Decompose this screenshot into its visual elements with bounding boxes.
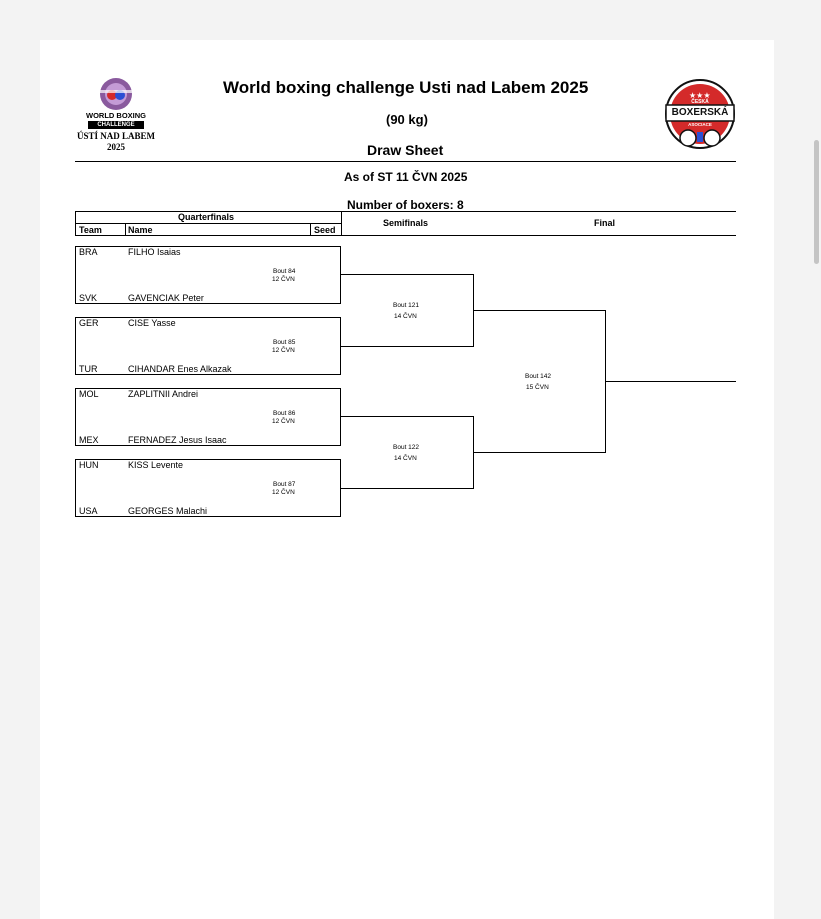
world-boxing-challenge-logo: WORLD BOXING CHALLENGE ÚSTÍ NAD LABEM 20… — [74, 76, 158, 156]
boxing-emblem-icon: ★★★ — [665, 79, 735, 149]
bout-date: 12 ČVN — [272, 418, 295, 425]
qf-box-4 — [75, 459, 341, 517]
svg-text:★★★: ★★★ — [689, 91, 711, 100]
logo-line-3: ÚSTÍ NAD LABEM — [76, 131, 155, 141]
bout-number: Bout 87 — [273, 481, 296, 488]
bout-number: Bout 122 — [393, 444, 420, 451]
boxer-name: FERNADEZ Jesus Isaac — [128, 435, 227, 445]
czech-boxing-association-logo: ★★★ ČESKÁ BOXERSKÁ ASOCIACE — [664, 76, 736, 154]
boxer-team: MEX — [79, 435, 99, 445]
quarterfinals-header: Quarterfinals — [178, 212, 235, 222]
bout-number: Bout 84 — [273, 268, 296, 275]
boxer-team: HUN — [79, 460, 99, 470]
boxer-team: TUR — [79, 364, 98, 374]
bout-number: Bout 142 — [525, 373, 552, 380]
boxer-name: CISE Yasse — [128, 318, 176, 328]
document-title: World boxing challenge Usti nad Labem 20… — [223, 78, 589, 97]
logo-line-4: 2025 — [107, 142, 125, 152]
document-page — [40, 40, 774, 919]
boxer-name: FILHO Isaias — [128, 247, 181, 257]
bout-date: 15 ČVN — [526, 384, 549, 391]
boxer-name: KISS Levente — [128, 460, 184, 470]
weight-class: (90 kg) — [386, 112, 428, 127]
team-header: Team — [79, 225, 102, 235]
boxer-team: GER — [79, 318, 99, 328]
bout-date: 12 ČVN — [272, 276, 295, 283]
sf-bracket-2 — [341, 416, 474, 489]
logo-line-2: CHALLENGE — [88, 121, 144, 129]
boxer-team: SVK — [79, 293, 98, 303]
logo-right-line-3: ASOCIACE — [688, 122, 712, 127]
bout-date: 14 ČVN — [394, 313, 417, 320]
qf-box-2 — [75, 317, 341, 375]
number-of-boxers: Number of boxers: 8 — [347, 198, 464, 212]
as-of-date: As of ST 11 ČVN 2025 — [344, 170, 468, 184]
boxing-globe-icon — [100, 78, 132, 110]
boxer-name: GEORGES Malachi — [128, 506, 208, 516]
final-bracket — [473, 310, 606, 453]
boxer-name: GAVENCIAK Peter — [128, 293, 204, 303]
boxer-team: MOL — [79, 389, 99, 399]
qf-box-1 — [75, 246, 341, 304]
seed-header: Seed — [314, 225, 336, 235]
final-header: Final — [594, 218, 616, 228]
name-header: Name — [128, 225, 153, 235]
logo-right-line-2: BOXERSKÁ — [671, 107, 729, 118]
sheet-type: Draw Sheet — [367, 142, 444, 158]
semifinals-header: Semifinals — [383, 218, 429, 228]
boxer-name: ZAPLITNII Andrei — [128, 389, 199, 399]
bout-date: 12 ČVN — [272, 489, 295, 496]
bout-number: Bout 86 — [273, 410, 296, 417]
logo-line-1: WORLD BOXING — [86, 111, 146, 120]
bout-number: Bout 121 — [393, 302, 420, 309]
bout-date: 12 ČVN — [272, 347, 295, 354]
bout-number: Bout 85 — [273, 339, 296, 346]
logo-right-line-1: ČESKÁ — [691, 99, 709, 105]
sf-bracket-1 — [341, 274, 474, 347]
vertical-scrollbar[interactable] — [814, 140, 819, 264]
boxer-name: CIHANDAR Enes Alkazak — [128, 364, 232, 374]
boxer-team: BRA — [79, 247, 98, 257]
bout-date: 14 ČVN — [394, 455, 417, 462]
boxer-team: USA — [79, 506, 98, 516]
qf-box-3 — [75, 388, 341, 446]
